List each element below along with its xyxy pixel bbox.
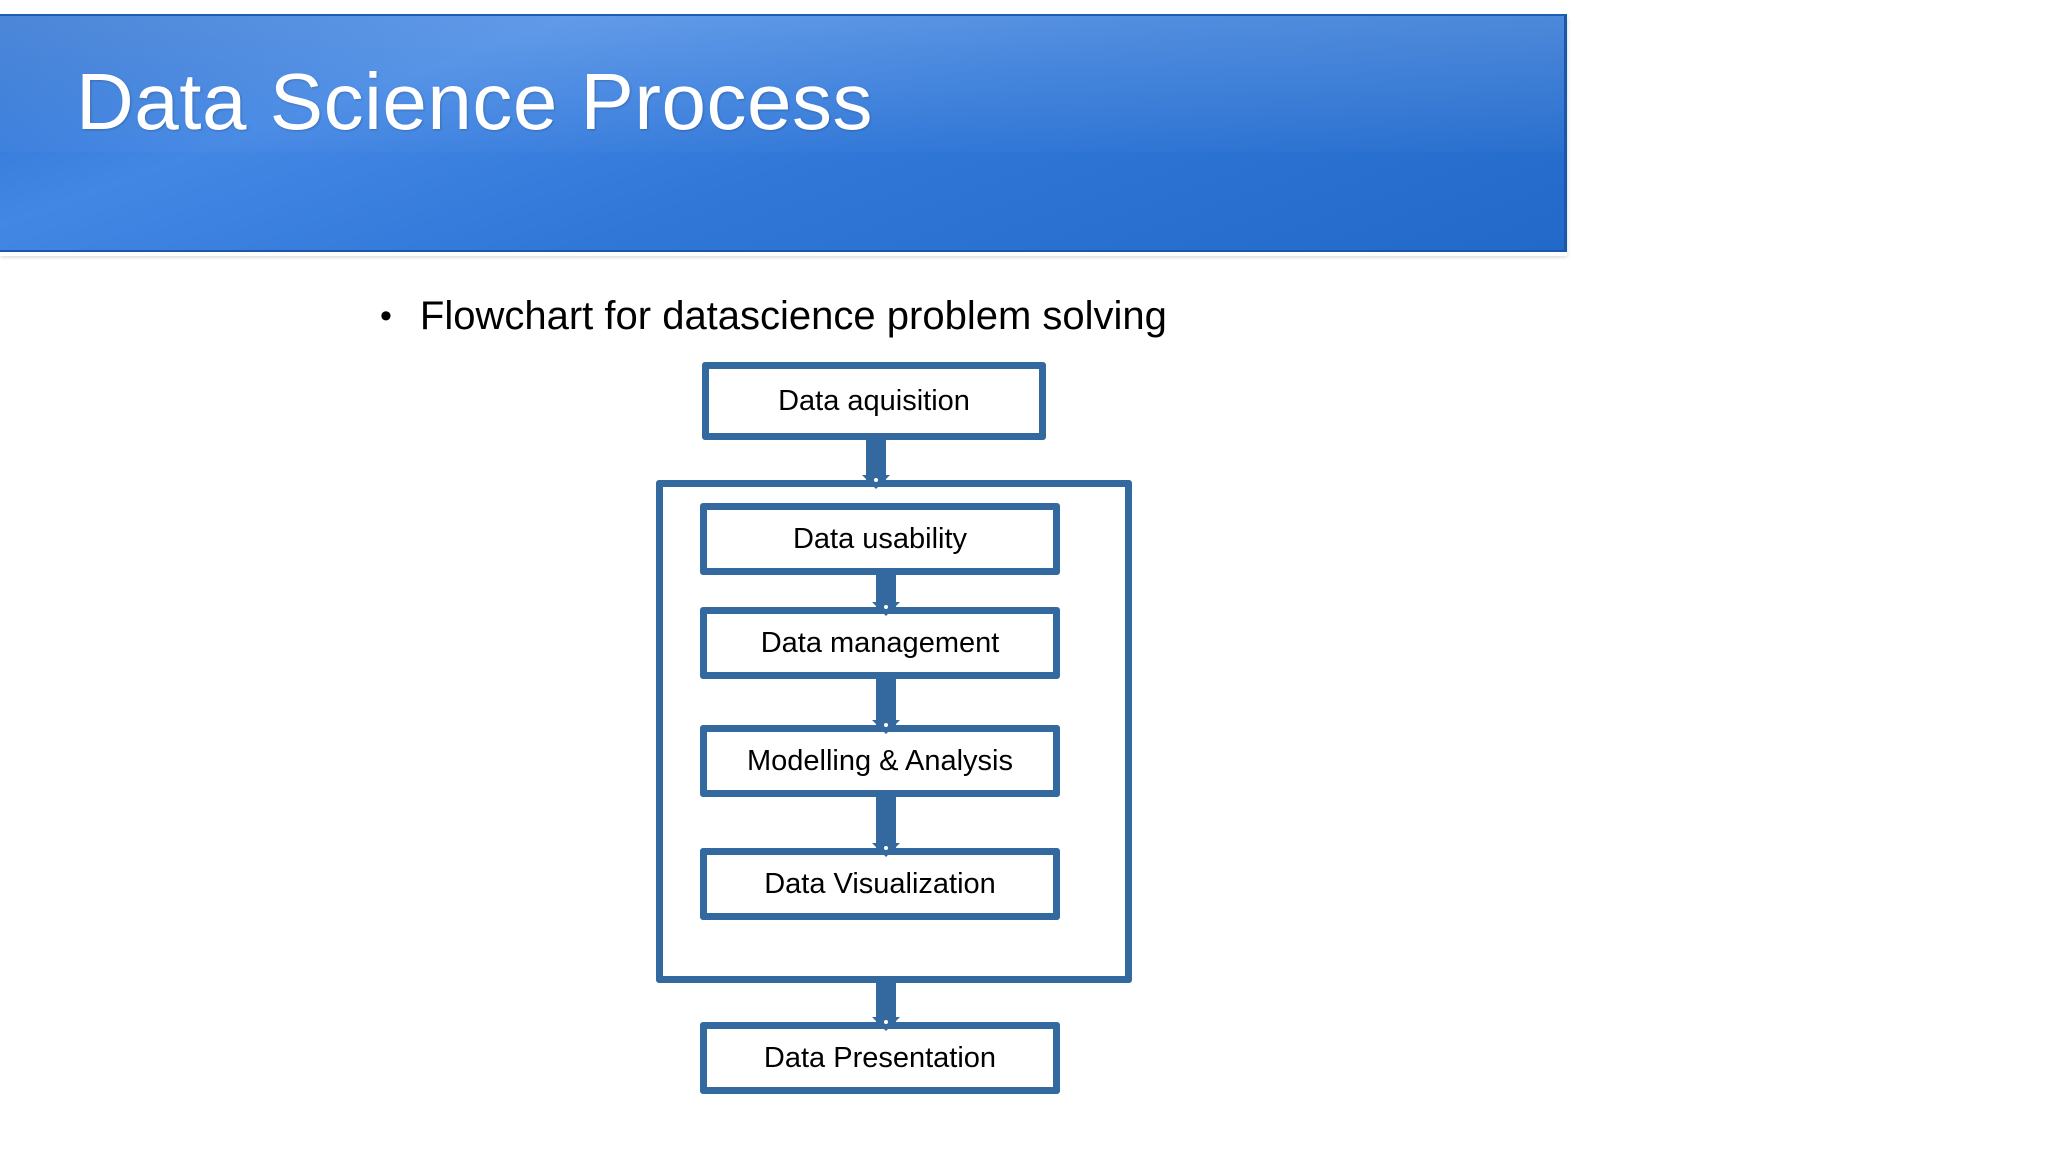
arrow-down-icon [872, 1017, 900, 1031]
arrow-connector-management-to-modelling [872, 677, 900, 734]
arrow-notch [874, 478, 878, 482]
flow-node-label: Data Presentation [763, 1041, 997, 1074]
page-title: Data Science Process [76, 57, 874, 146]
process-group-container [656, 480, 1132, 983]
flow-node-data-acquisition: Data aquisition [702, 362, 1046, 440]
arrow-down-icon [862, 475, 890, 489]
arrow-notch [884, 723, 888, 727]
flow-node-data-management: Data management [700, 607, 1060, 679]
flow-node-modelling-analysis: Modelling & Analysis [700, 725, 1060, 797]
arrow-down-icon [872, 843, 900, 857]
flow-node-label: Data Visualization [764, 867, 996, 900]
arrow-notch [884, 605, 888, 609]
arrow-down-icon [872, 602, 900, 616]
flow-node-label: Modelling & Analysis [747, 744, 1013, 777]
flow-node-label: Data aquisition [778, 384, 970, 417]
bullet-list-item: • Flowchart for datascience problem solv… [380, 290, 1167, 342]
arrow-down-icon [872, 720, 900, 734]
banner-underline [0, 252, 1567, 256]
flow-node-data-usability: Data usability [700, 503, 1060, 575]
arrow-connector-usability-to-management [872, 573, 900, 616]
flow-node-label: Data management [760, 626, 1000, 659]
flow-node-data-presentation: Data Presentation [700, 1022, 1060, 1094]
flow-node-label: Data usability [792, 522, 968, 555]
flow-node-data-visualization: Data Visualization [700, 848, 1060, 920]
arrow-notch [884, 846, 888, 850]
bullet-item-label: Flowchart for datascience problem solvin… [419, 294, 1167, 338]
slide-title-banner: Data Science Process [0, 14, 1567, 254]
arrow-notch [884, 1020, 888, 1024]
arrow-connector-acquisition-to-usability [862, 438, 890, 489]
arrow-connector-group-to-presentation [872, 981, 900, 1031]
bullet-point-icon: • [380, 297, 392, 335]
arrow-connector-modelling-to-visualization [872, 795, 900, 857]
